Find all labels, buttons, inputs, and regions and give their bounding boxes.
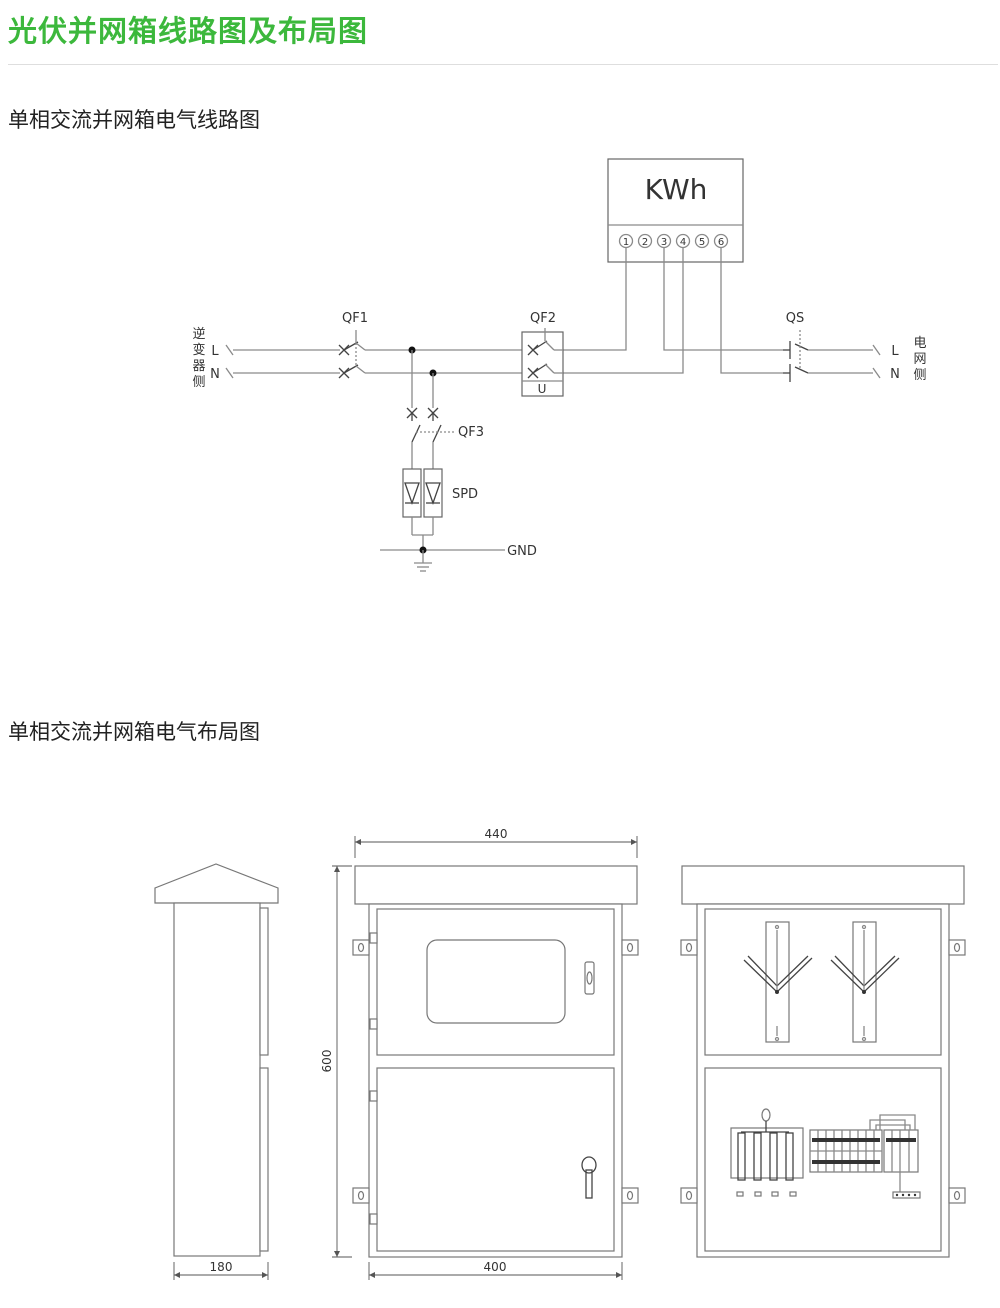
kwh-meter: KWh 1 2 3 4 5 6 <box>563 158 783 374</box>
side-view: 180 <box>154 863 279 1280</box>
dim-width-bottom: 400 <box>484 1260 507 1274</box>
svg-text:器: 器 <box>192 359 205 374</box>
circuit-section-title: 单相交流并网箱电气线路图 <box>8 108 260 132</box>
layout-section-title: 单相交流并网箱电气布局图 <box>8 720 260 744</box>
gnd-label: GND <box>507 544 537 559</box>
meter-label: KWh <box>645 173 708 206</box>
meter-terminal-2: 2 <box>642 237 648 248</box>
svg-text:侧: 侧 <box>913 368 926 383</box>
interior-view <box>680 865 966 1258</box>
inverter-side-label: 逆 变 器 侧 <box>192 326 205 390</box>
meter-terminal-5: 5 <box>699 237 705 248</box>
qf3-label: QF3 <box>458 425 484 440</box>
qf1-label: QF1 <box>342 311 368 326</box>
right-N-label: N <box>890 367 900 382</box>
meter-terminal-3: 3 <box>661 237 667 248</box>
meter-terminal-1: 1 <box>623 237 629 248</box>
qf2-breaker: U QF2 <box>521 311 564 397</box>
left-N-label: N <box>210 367 220 382</box>
meter-terminal-6: 6 <box>718 237 724 248</box>
left-L-label: L <box>211 344 219 359</box>
svg-text:侧: 侧 <box>192 375 205 390</box>
dim-depth: 180 <box>210 1260 233 1274</box>
qs-label: QS <box>786 311 804 326</box>
svg-text:变: 变 <box>192 342 205 358</box>
dim-width-top: 440 <box>485 827 508 841</box>
dim-height: 600 <box>320 1050 334 1073</box>
qf2-label: QF2 <box>530 311 556 326</box>
front-view: 440 600 <box>320 827 639 1280</box>
layout-drawing: 180 440 600 <box>154 827 966 1280</box>
page-title: 光伏并网箱线路图及布局图 <box>8 14 369 48</box>
ground: GND <box>380 544 537 572</box>
qf1-breaker: QF1 <box>338 311 368 379</box>
svg-text:网: 网 <box>913 352 926 367</box>
title-divider <box>8 64 998 65</box>
svg-text:电: 电 <box>913 336 926 351</box>
qs-isolator: QS <box>783 311 809 382</box>
svg-text:逆: 逆 <box>192 326 205 342</box>
circuit-diagram: KWh 1 2 3 4 5 6 逆 变 <box>192 158 927 572</box>
spd-label: SPD <box>452 487 478 502</box>
qf3-spd-branch: QF3 SPD <box>402 350 484 550</box>
right-L-label: L <box>891 344 899 359</box>
qf2-undervoltage-label: U <box>538 382 547 396</box>
meter-terminals: 1 2 3 4 5 6 <box>618 233 729 249</box>
grid-side-label: 电 网 侧 <box>913 336 926 383</box>
meter-terminal-4: 4 <box>680 237 686 248</box>
